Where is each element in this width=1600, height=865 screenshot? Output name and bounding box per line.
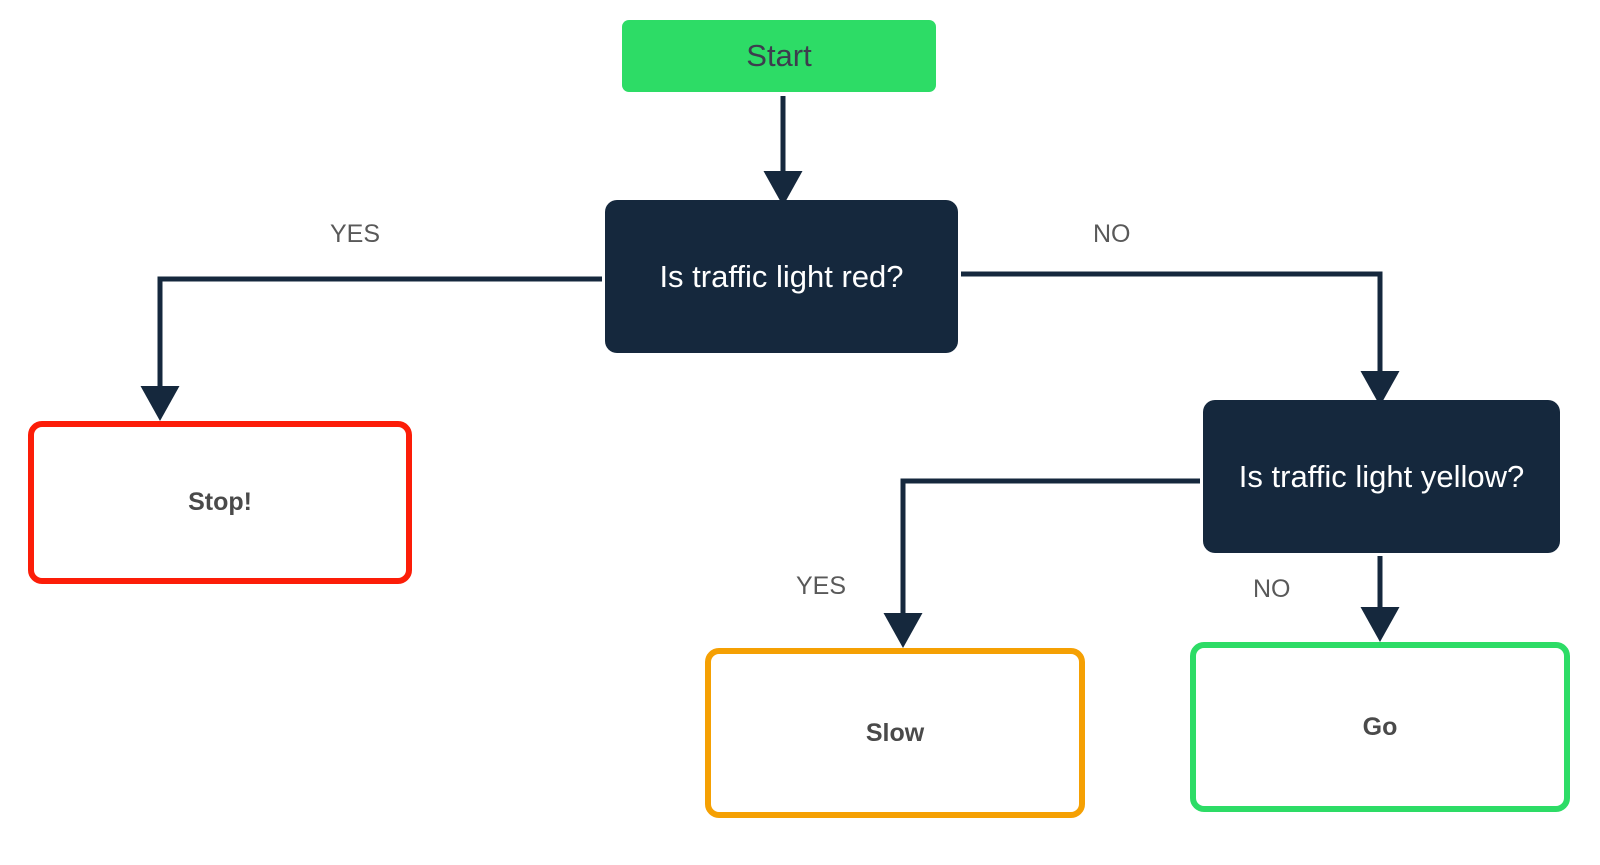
node-start[interactable]: Start — [622, 20, 936, 92]
node-start-label: Start — [746, 38, 812, 74]
node-stop[interactable]: Stop! — [28, 421, 412, 584]
edge-label-yes-red: YES — [330, 220, 381, 248]
edge-q-red-no-to-q-yellow — [961, 271, 1400, 406]
node-decision-is-traffic-light-red[interactable]: Is traffic light red? — [605, 200, 958, 353]
node-decision-yellow-label: Is traffic light yellow? — [1238, 458, 1525, 494]
node-go[interactable]: Go — [1190, 642, 1570, 812]
edge-q-red-yes-to-stop — [140, 276, 602, 421]
node-slow[interactable]: Slow — [705, 648, 1085, 818]
node-stop-label: Stop! — [188, 488, 252, 517]
edge-q-yellow-yes-to-slow — [883, 478, 1200, 648]
node-decision-is-traffic-light-yellow[interactable]: Is traffic light yellow? — [1203, 400, 1560, 553]
edge-label-no-yellow: NO — [1253, 575, 1291, 603]
edge-label-no-red: NO — [1093, 220, 1131, 248]
edge-label-yes-yellow: YES — [796, 572, 847, 600]
node-go-label: Go — [1362, 712, 1398, 741]
node-decision-red-label: Is traffic light red? — [659, 258, 904, 294]
node-slow-label: Slow — [865, 718, 925, 747]
